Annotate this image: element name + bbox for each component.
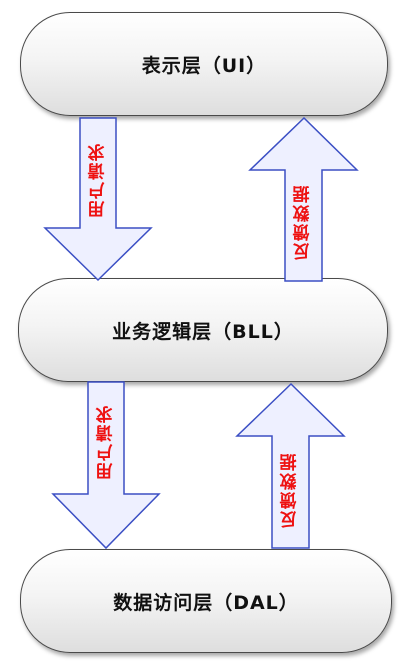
- dal-layer-box: 数据访问层（DAL）: [20, 549, 392, 653]
- request-arrow-top: [43, 117, 153, 282]
- request-arrow-bottom: [51, 381, 161, 550]
- dal-layer-label: 数据访问层（DAL）: [113, 591, 299, 614]
- ui-layer-box: 表示层（UI）: [20, 12, 388, 116]
- request-label-bottom: 用户请求: [96, 404, 117, 480]
- feedback-label-top: 反馈数据: [293, 184, 314, 260]
- ui-layer-label: 表示层（UI）: [141, 54, 267, 77]
- bll-layer-label: 业务逻辑层（BLL）: [112, 320, 294, 343]
- feedback-arrow-top: [248, 116, 359, 282]
- bll-layer-box: 业务逻辑层（BLL）: [18, 278, 388, 382]
- feedback-label-bottom: 反馈数据: [280, 452, 301, 528]
- feedback-arrow-bottom: [235, 382, 346, 549]
- request-label-top: 用户请求: [88, 142, 109, 218]
